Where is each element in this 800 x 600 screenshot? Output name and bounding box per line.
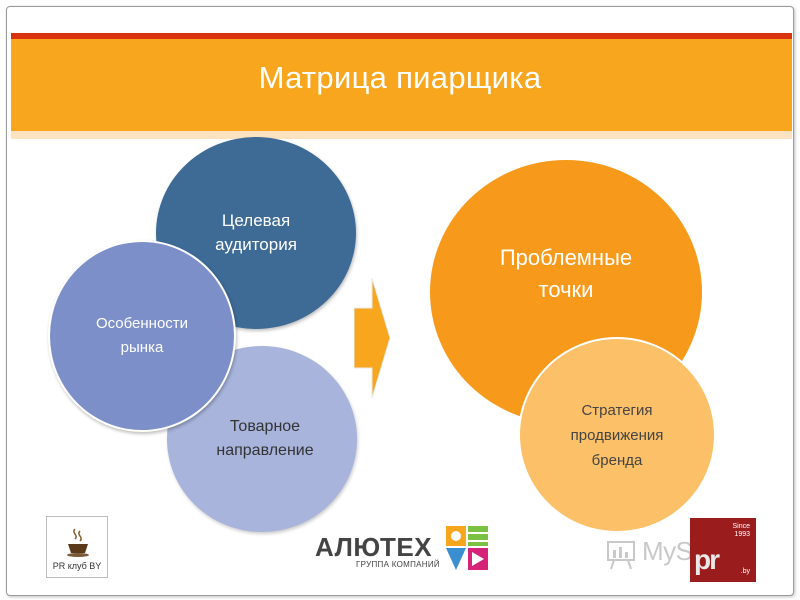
pr-by-logo: Since 1993 pr .by <box>690 518 756 582</box>
alutech-logo-icon <box>446 526 488 570</box>
banner-bottom-line <box>11 131 792 139</box>
label-problem-points: Проблемные точки <box>499 245 633 302</box>
label-target-audience: Целевая аудитория <box>215 211 297 254</box>
label-market-features: Особенности рынка <box>95 315 189 356</box>
label-product-direction: Товарное направление <box>216 418 314 459</box>
presentation-board-icon <box>607 541 635 570</box>
alutech-logo-text: АЛЮТЕХ <box>315 532 433 562</box>
banner-accent-line <box>11 33 792 39</box>
title-banner <box>11 39 792 131</box>
coffee-cup-icon <box>67 528 89 557</box>
pr-by-mark: pr <box>694 544 720 575</box>
alutech-subtitle: ГРУППА КОМПАНИЙ <box>356 560 440 569</box>
circle-market-features: Особенности рынка <box>48 240 236 432</box>
label-brand-strategy: Стратегия продвижения бренда <box>570 401 664 469</box>
arrow-right-icon <box>354 278 390 398</box>
pr-club-text: PR клуб BY <box>52 561 102 571</box>
circle-brand-strategy: Стратегия продвижения бренда <box>518 337 716 533</box>
pr-by-domain: .by <box>740 568 750 575</box>
slide-title: Матрица пиарщика <box>258 60 542 95</box>
pr-club-logo: PR клуб BY <box>46 516 108 578</box>
pr-by-since: Since 1993 <box>732 523 750 538</box>
